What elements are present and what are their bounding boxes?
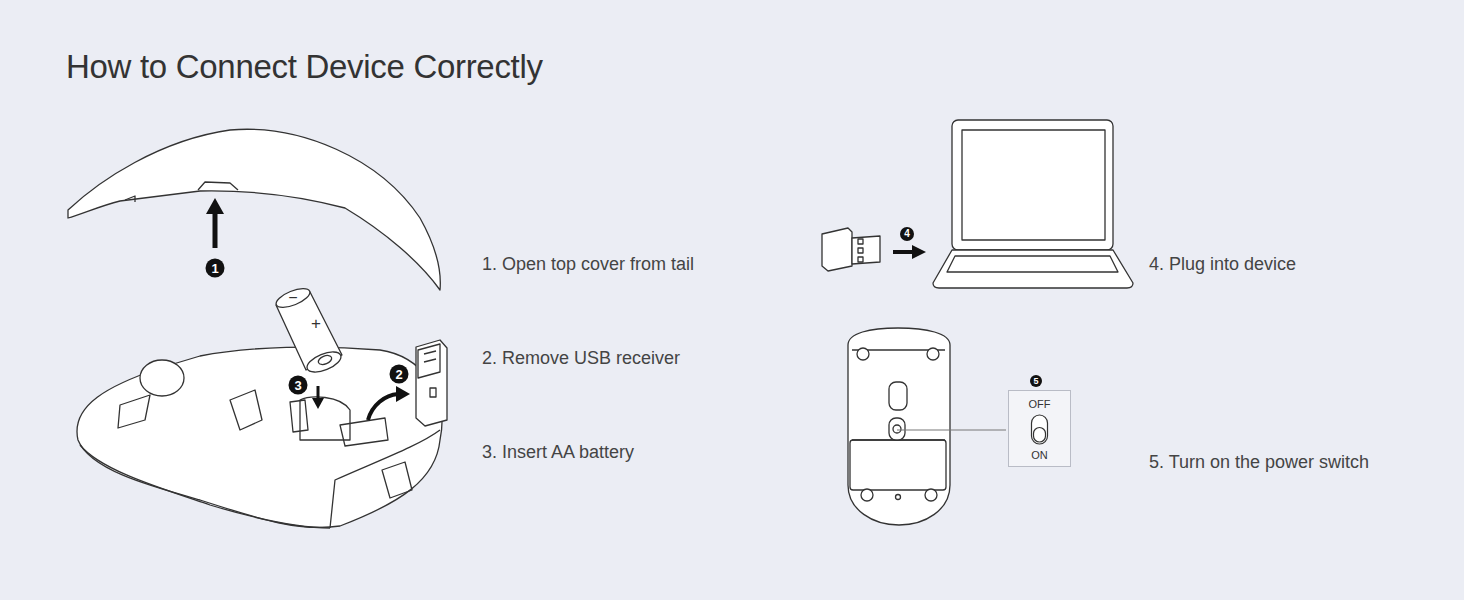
usb-receiver <box>822 228 880 271</box>
polarity-sign: + <box>311 315 321 332</box>
switch-label: OFF <box>1009 398 1070 410</box>
lift-arrow <box>213 212 218 248</box>
mouse-bottom <box>848 328 1006 525</box>
step-label: 5. Turn on the power switch <box>1149 452 1369 473</box>
callout-circle <box>206 227 1043 395</box>
title: How to Connect Device Correctly <box>66 48 543 86</box>
switch-inset: OFF ON <box>1008 390 1071 467</box>
switch-label: ON <box>1009 449 1070 461</box>
callout-number: 4 <box>904 229 910 239</box>
callout-number: 2 <box>395 368 402 381</box>
callout-number: 5 <box>1033 377 1038 386</box>
top-cover <box>68 129 440 290</box>
step-label: 4. Plug into device <box>1149 254 1296 275</box>
step-label: 1. Open top cover from tail <box>482 254 694 275</box>
usb-receiver <box>416 340 447 426</box>
callout-number: 1 <box>211 262 218 275</box>
step-label: 3. Insert AA battery <box>482 442 634 463</box>
laptop <box>933 120 1133 288</box>
polarity-sign: − <box>288 290 297 306</box>
aa-battery <box>274 285 344 376</box>
callout-number: 3 <box>294 379 301 392</box>
step-label: 2. Remove USB receiver <box>482 348 680 369</box>
mouse-body <box>77 347 442 527</box>
